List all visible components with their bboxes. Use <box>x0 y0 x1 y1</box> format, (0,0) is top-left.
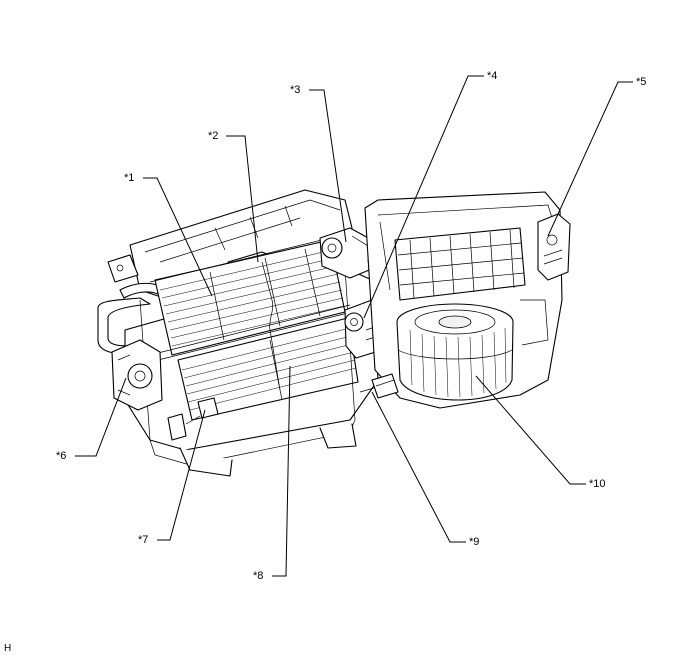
blower-resistor <box>359 373 399 399</box>
evaporator-temperature-sensor <box>167 397 219 441</box>
leader-line-6 <box>75 377 127 457</box>
blower-motor <box>396 303 514 401</box>
callout-label-6: *6 <box>56 450 66 462</box>
leader-line-8 <box>272 365 291 577</box>
side-damper-servo <box>111 339 163 411</box>
leader-line-1 <box>143 177 213 297</box>
callouts: *1 *2 *3 *4 *5 *6 *7 *8 *9 *10 <box>56 70 646 582</box>
heater-core <box>177 317 359 421</box>
air-mix-damper-servo <box>319 227 375 279</box>
callout-label-5: *5 <box>636 76 646 88</box>
leader-line-5 <box>547 81 633 237</box>
callout-label-7: *7 <box>138 534 148 546</box>
leader-line-10 <box>475 375 586 485</box>
callout-label-3: *3 <box>290 84 300 96</box>
leader-line-4 <box>363 75 484 319</box>
leader-line-2 <box>226 135 259 263</box>
callout-label-9: *9 <box>469 536 479 548</box>
figure-code: H <box>4 643 12 654</box>
leader-line-3 <box>309 89 347 243</box>
callout-label-10: *10 <box>589 478 606 490</box>
callout-label-1: *1 <box>124 172 134 184</box>
callout-label-8: *8 <box>253 570 263 582</box>
callout-label-4: *4 <box>487 70 497 82</box>
leader-line-7 <box>157 409 206 541</box>
leader-line-9 <box>371 391 466 543</box>
callout-label-2: *2 <box>208 130 218 142</box>
hvac-unit-illustration <box>97 189 571 477</box>
